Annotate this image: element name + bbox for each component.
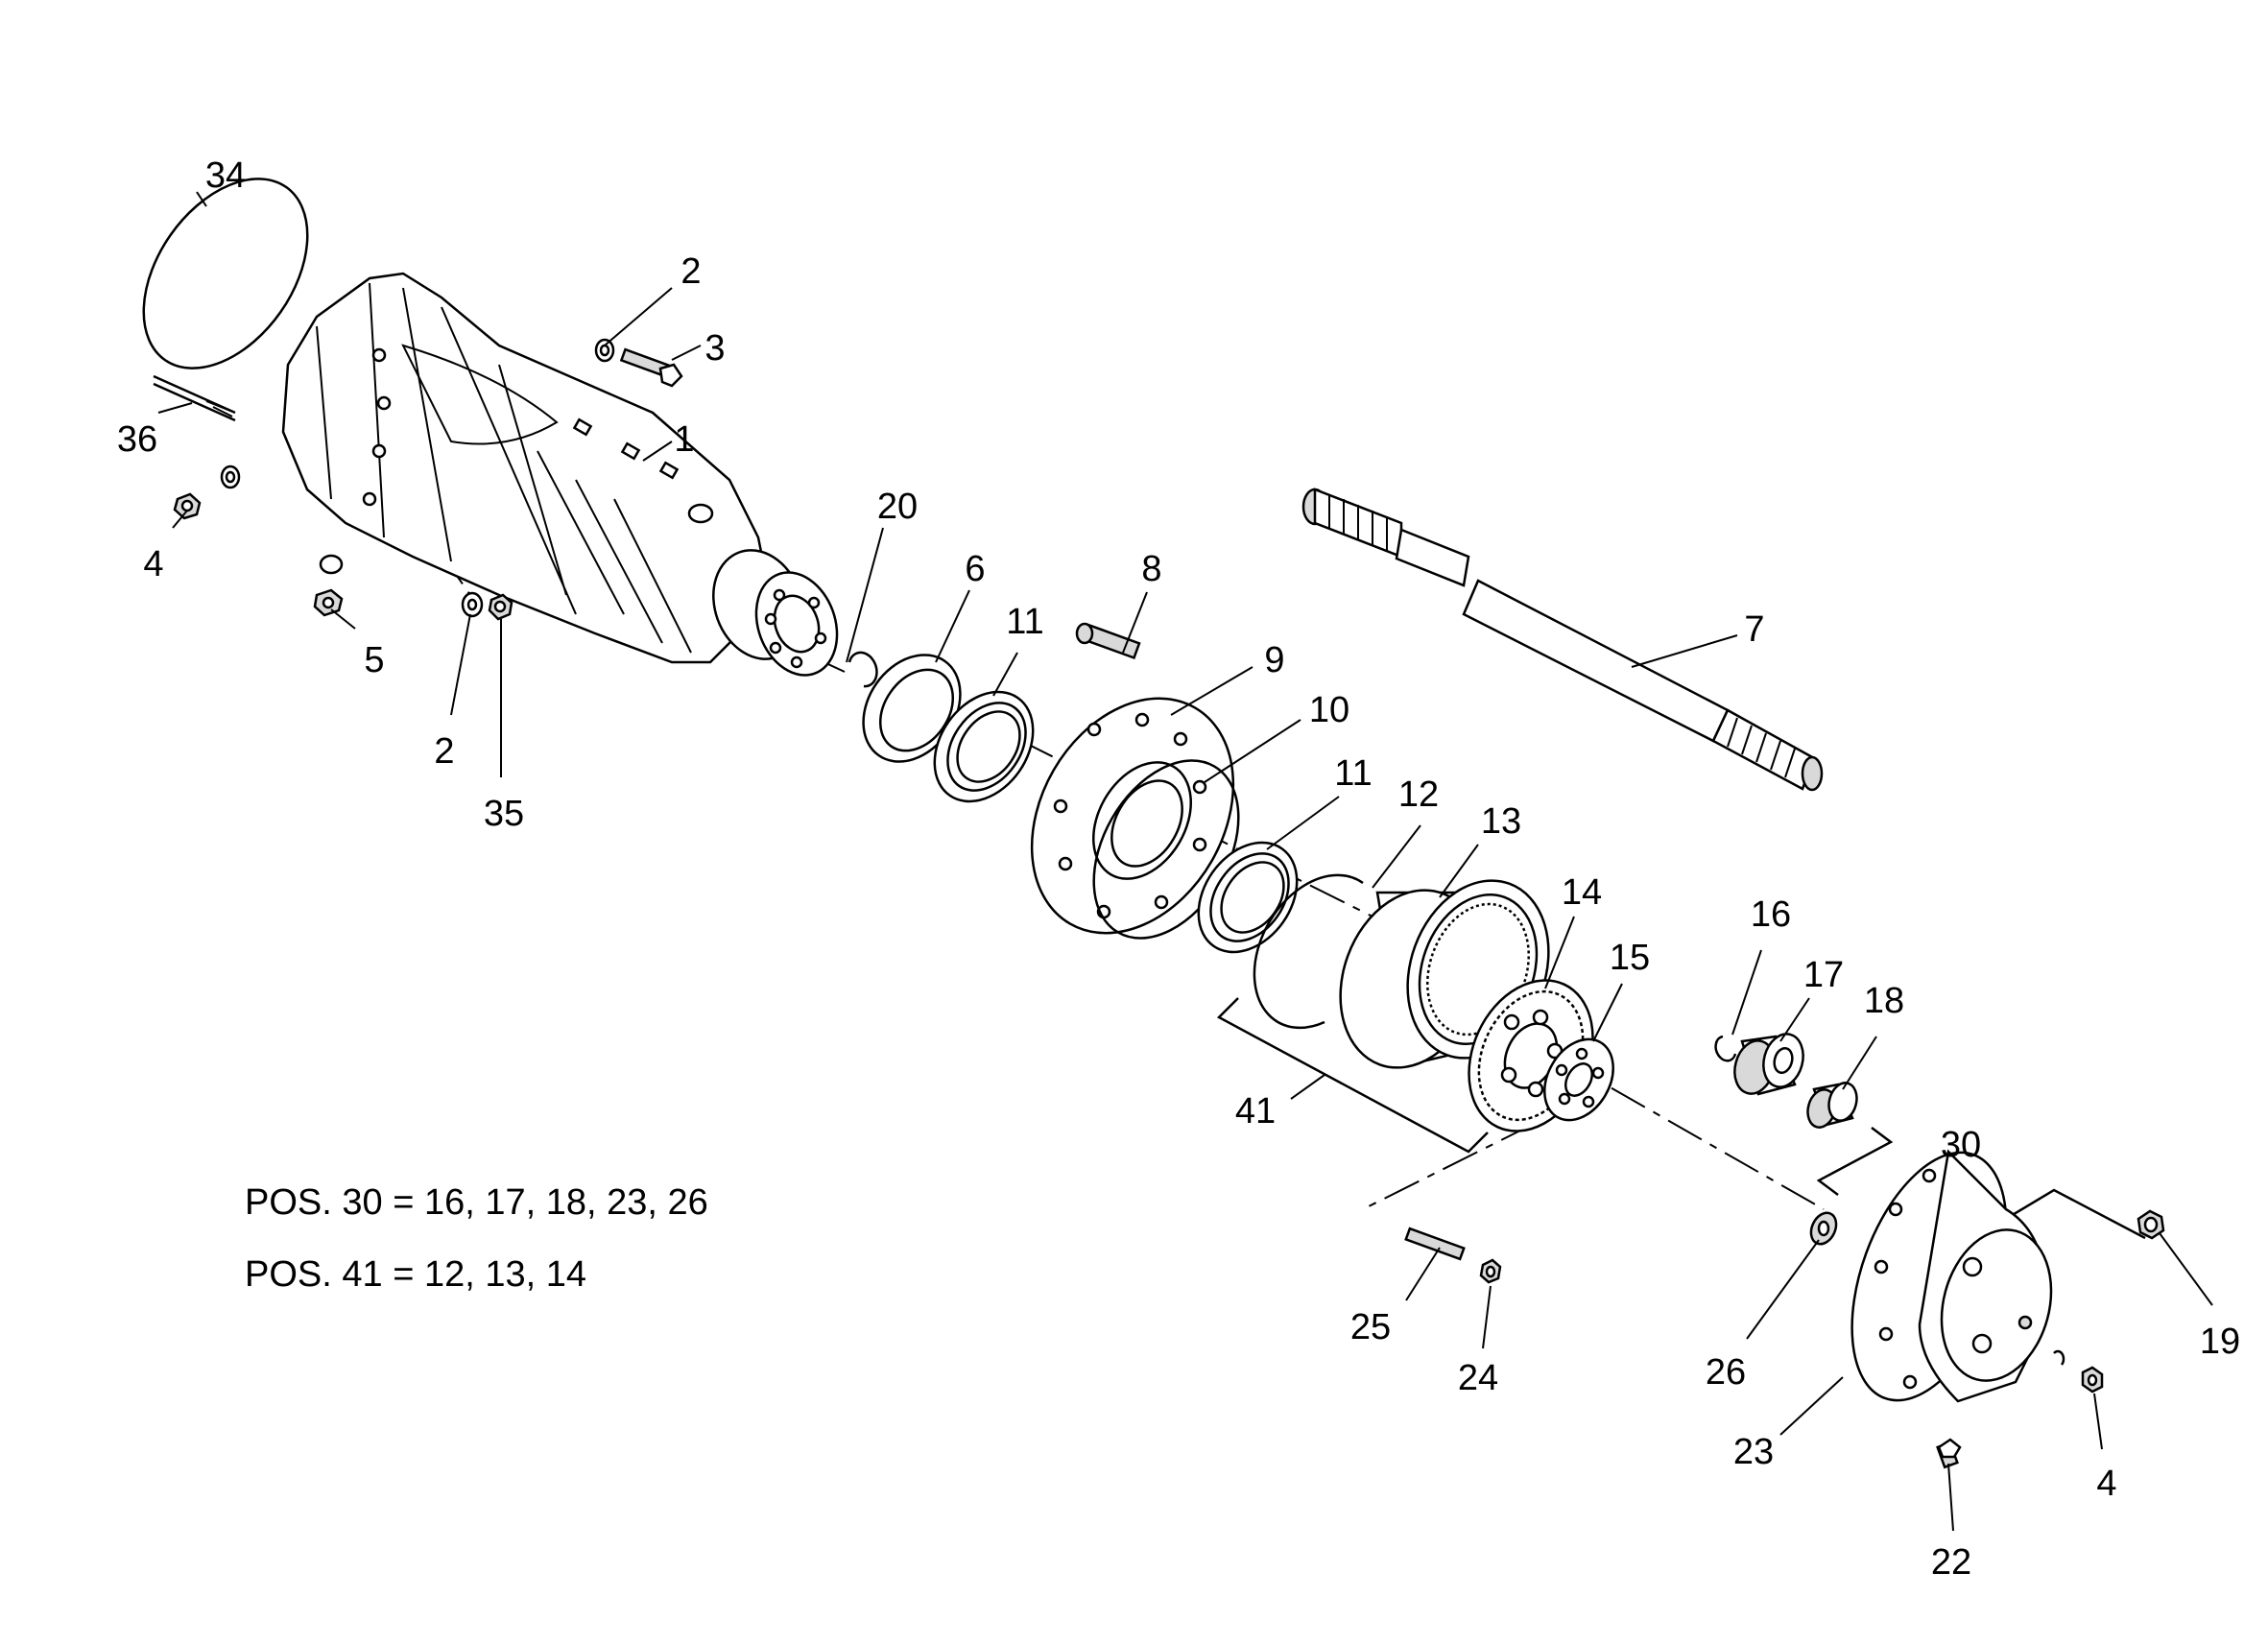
washer-left bbox=[220, 465, 241, 489]
callout-3: 3 bbox=[704, 328, 725, 369]
part-36-stud bbox=[153, 374, 236, 422]
callout-10: 10 bbox=[1309, 690, 1349, 730]
part-16-circlip bbox=[1714, 1035, 1737, 1062]
part-11-bearing-a bbox=[933, 690, 1035, 803]
part-17-planet-gear bbox=[1733, 1033, 1804, 1096]
callout-41: 41 bbox=[1235, 1091, 1276, 1132]
note-pos-41: POS. 41 = 12, 13, 14 bbox=[245, 1254, 586, 1295]
callout-25: 25 bbox=[1350, 1307, 1391, 1347]
part-30-group-bracket bbox=[1816, 1127, 2146, 1240]
callout-1: 1 bbox=[674, 419, 694, 460]
part-2-washer-lower bbox=[461, 591, 484, 618]
part-20-circlip bbox=[848, 651, 878, 688]
part-1-axle-housing bbox=[281, 272, 839, 677]
oring-small-left bbox=[319, 554, 344, 575]
callout-14: 14 bbox=[1562, 872, 1602, 913]
part-25-stud bbox=[1404, 1227, 1466, 1261]
part-41-group-bracket bbox=[1216, 997, 1489, 1154]
part-4-nut-right bbox=[2053, 1349, 2104, 1394]
leader-lines bbox=[157, 191, 2213, 1532]
callout-6: 6 bbox=[965, 549, 985, 589]
callout-19: 19 bbox=[2200, 1322, 2240, 1362]
callout-8: 8 bbox=[1141, 549, 1161, 589]
callout-11-b: 11 bbox=[1334, 753, 1372, 794]
callout-2-upper: 2 bbox=[680, 251, 701, 292]
note-pos-30: POS. 30 = 16, 17, 18, 23, 26 bbox=[245, 1182, 708, 1223]
part-8-wheel-stud bbox=[1075, 622, 1141, 660]
part-23-planetary-housing bbox=[1850, 1149, 2053, 1403]
callout-22: 22 bbox=[1931, 1542, 1971, 1583]
callout-12: 12 bbox=[1398, 774, 1439, 815]
callout-24: 24 bbox=[1458, 1358, 1498, 1398]
callout-4-right: 4 bbox=[2096, 1464, 2116, 1504]
part-18-needle-bearing bbox=[1806, 1082, 1858, 1129]
callout-9: 9 bbox=[1264, 640, 1284, 680]
callout-18: 18 bbox=[1864, 981, 1904, 1021]
callout-15: 15 bbox=[1610, 938, 1650, 978]
callout-2-lower: 2 bbox=[434, 731, 454, 772]
part-12-snap-ring bbox=[1253, 873, 1364, 1030]
callout-17: 17 bbox=[1803, 955, 1844, 995]
part-24-nut bbox=[1479, 1258, 1502, 1284]
callout-7: 7 bbox=[1744, 609, 1764, 650]
callout-35: 35 bbox=[484, 794, 524, 834]
part-2-washer-upper bbox=[594, 338, 615, 363]
callout-labels: 34 2 3 1 36 4 5 2 35 20 6 11 8 9 10 11 1… bbox=[117, 155, 2240, 1583]
part-5-plug bbox=[313, 588, 344, 617]
callout-4-left: 4 bbox=[143, 544, 163, 584]
part-4-nut-left bbox=[173, 492, 202, 520]
callout-26: 26 bbox=[1706, 1352, 1746, 1393]
callout-5: 5 bbox=[364, 640, 384, 680]
callout-20: 20 bbox=[877, 487, 918, 527]
part-19-nut bbox=[2137, 1209, 2165, 1240]
part-3-bolt bbox=[619, 347, 683, 388]
part-26-washer bbox=[1809, 1211, 1838, 1246]
part-9-wheel-hub bbox=[1030, 697, 1235, 935]
callout-13: 13 bbox=[1481, 801, 1521, 842]
part-15-thrust-washer bbox=[1543, 1037, 1614, 1122]
part-22-bolt bbox=[1936, 1438, 1962, 1469]
part-7-axle-shaft bbox=[1301, 488, 1824, 792]
part-34-o-ring bbox=[142, 178, 309, 369]
callout-36: 36 bbox=[117, 419, 157, 460]
assembly-notes: POS. 30 = 16, 17, 18, 23, 26 POS. 41 = 1… bbox=[245, 1182, 708, 1295]
callout-23: 23 bbox=[1733, 1432, 1774, 1472]
callout-30: 30 bbox=[1941, 1125, 1981, 1165]
callout-11-a: 11 bbox=[1006, 602, 1043, 642]
callout-16: 16 bbox=[1751, 894, 1791, 935]
part-35-nut bbox=[488, 593, 513, 621]
part-11-bearing-b bbox=[1197, 841, 1299, 954]
callout-34: 34 bbox=[205, 155, 246, 196]
